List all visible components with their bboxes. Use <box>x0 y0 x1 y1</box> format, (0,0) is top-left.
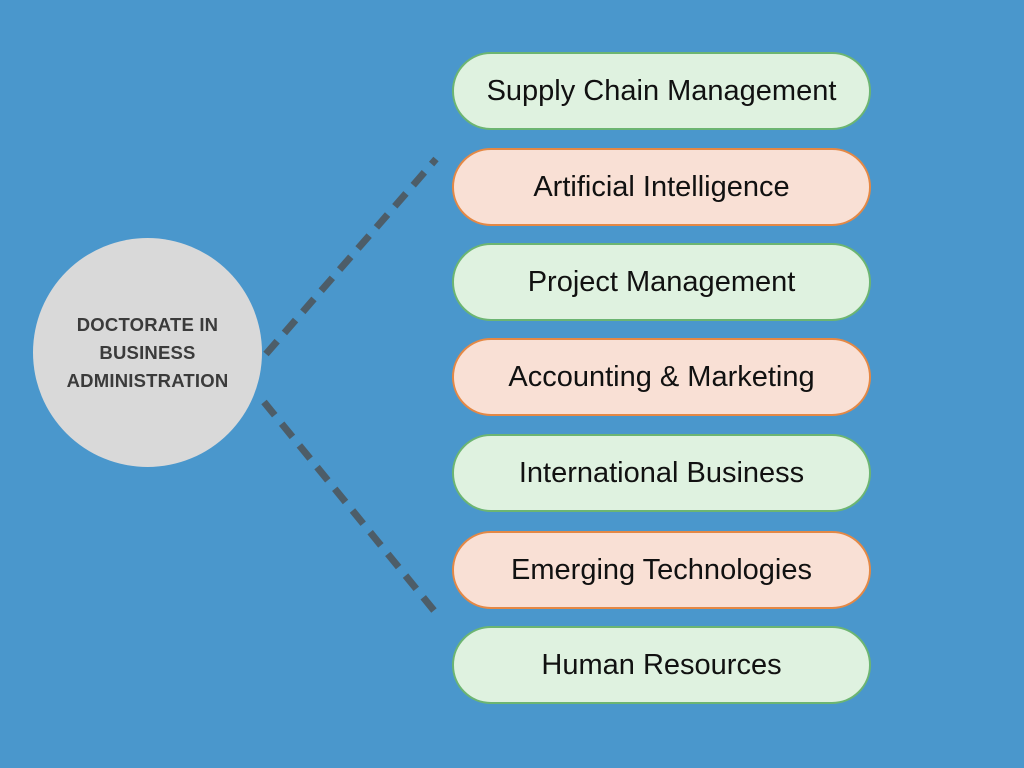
branch-node-artificial-intelligence[interactable]: Artificial Intelligence <box>452 148 871 226</box>
branch-label: Project Management <box>527 265 796 298</box>
branch-node-accounting-and-marketing[interactable]: Accounting & Marketing <box>452 338 871 416</box>
upper-branch-line <box>263 156 439 357</box>
branch-label: Artificial Intelligence <box>533 170 790 203</box>
branch-node-supply-chain-management[interactable]: Supply Chain Management <box>452 52 871 130</box>
branch-label: Supply Chain Management <box>486 74 837 107</box>
lower-branch-line <box>261 399 439 616</box>
branch-label: Accounting & Marketing <box>508 360 815 393</box>
branch-node-human-resources[interactable]: Human Resources <box>452 626 871 704</box>
branch-node-emerging-technologies[interactable]: Emerging Technologies <box>452 531 871 609</box>
branch-label: Emerging Technologies <box>511 553 812 586</box>
branch-label: Human Resources <box>541 648 782 681</box>
root-node-doctorate-in-business-administration[interactable]: DOCTORATE IN BUSINESS ADMINISTRATION <box>33 238 262 467</box>
root-node-label: DOCTORATE IN BUSINESS ADMINISTRATION <box>66 313 229 391</box>
branch-node-international-business[interactable]: International Business <box>452 434 871 512</box>
branch-node-project-management[interactable]: Project Management <box>452 243 871 321</box>
branch-label: International Business <box>518 456 805 489</box>
